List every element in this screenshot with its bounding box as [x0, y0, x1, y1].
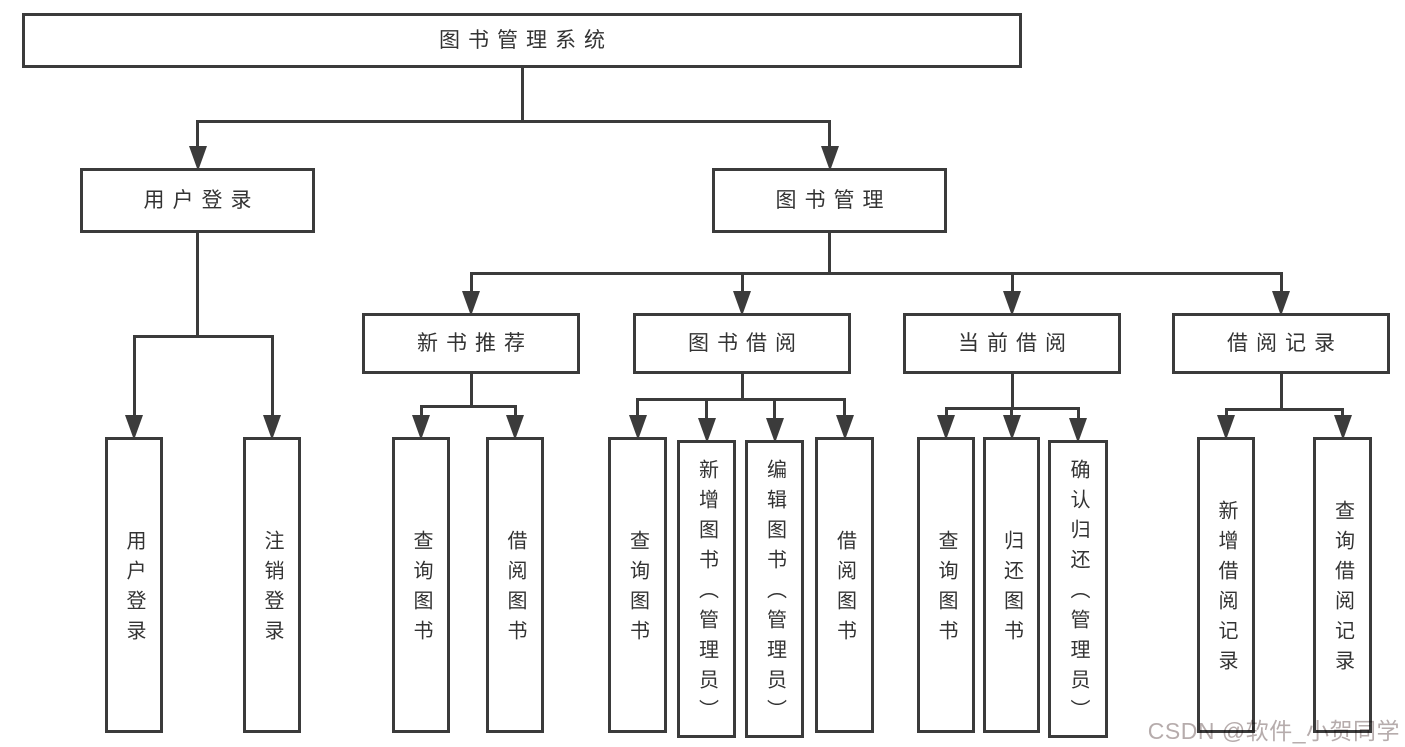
arrow-down-icon: [412, 415, 430, 440]
connector-line: [944, 407, 948, 420]
node-records: 借阅记录: [1172, 313, 1390, 374]
connector-line: [196, 232, 199, 338]
node-b-query: 查询图书: [608, 437, 667, 733]
connector-line: [1010, 407, 1013, 420]
arrow-down-icon: [125, 415, 143, 440]
arrow-down-icon: [820, 146, 839, 171]
node-label-r-add: 新增借阅记录: [1215, 500, 1237, 680]
node-c-query: 查询图书: [917, 437, 975, 733]
arrow-down-icon: [628, 415, 647, 440]
node-label-records: 借阅记录: [1227, 332, 1343, 355]
arrow-down-icon: [1272, 291, 1290, 316]
node-label-c-query: 查询图书: [935, 530, 957, 650]
node-c-return: 归还图书: [983, 437, 1040, 733]
node-b-add: 新增图书（管理员）: [677, 440, 736, 738]
connector-line: [132, 335, 136, 420]
connector-line: [419, 405, 423, 420]
connector-line: [636, 398, 846, 401]
arrow-down-icon: [835, 415, 854, 440]
arrow-down-icon: [937, 415, 955, 440]
connector-line: [773, 398, 776, 423]
connector-line: [1279, 272, 1283, 296]
node-label-b-edit: 编辑图书（管理员）: [763, 459, 786, 729]
node-label-r-query: 查询借阅记录: [1331, 500, 1354, 680]
node-login: 用户登录: [80, 168, 315, 233]
connector-line: [843, 398, 846, 420]
node-label-nb-borrow: 借阅图书: [504, 530, 526, 650]
csdn-watermark: CSDN @软件_小贺同学: [1147, 718, 1400, 744]
connector-line: [469, 272, 473, 296]
connector-line: [1341, 408, 1344, 420]
connector-line: [1010, 272, 1014, 296]
connector-line: [740, 272, 744, 296]
node-r-add: 新增借阅记录: [1197, 437, 1255, 733]
node-label-b-add: 新增图书（管理员）: [695, 459, 718, 729]
arrow-down-icon: [1002, 415, 1021, 440]
connector-line: [513, 405, 517, 420]
connector-line: [705, 398, 708, 423]
node-label-nb-query: 查询图书: [410, 530, 432, 650]
connector-line: [196, 120, 199, 151]
node-label-c-return: 归还图书: [1000, 530, 1023, 650]
node-b-borrow: 借阅图书: [815, 437, 874, 733]
node-label-b-borrow: 借阅图书: [833, 530, 856, 650]
node-label-root: 图书管理系统: [439, 29, 613, 52]
node-nb-query: 查询图书: [392, 437, 450, 733]
node-label-user-login: 用户登录: [123, 530, 145, 650]
node-logout: 注销登录: [243, 437, 301, 733]
arrow-down-icon: [462, 291, 480, 316]
node-label-current: 当前借阅: [958, 332, 1074, 355]
arrow-down-icon: [765, 418, 784, 443]
connector-line: [469, 373, 473, 408]
node-label-borrow: 图书借阅: [688, 332, 804, 355]
connector-line: [740, 373, 744, 401]
connector-line: [828, 232, 831, 275]
arrow-down-icon: [1217, 415, 1235, 440]
connector-line: [636, 398, 639, 420]
node-b-edit: 编辑图书（管理员）: [745, 440, 804, 738]
connector-line: [1076, 407, 1080, 423]
arrow-down-icon: [1069, 418, 1087, 443]
connector-line: [196, 120, 831, 123]
node-label-new-books: 新书推荐: [417, 332, 533, 355]
node-label-b-query: 查询图书: [626, 530, 649, 650]
arrow-down-icon: [263, 415, 281, 440]
node-label-mgmt: 图书管理: [775, 189, 892, 212]
node-label-c-confirm: 确认归还（管理员）: [1067, 459, 1089, 729]
arrow-down-icon: [733, 291, 751, 316]
node-root: 图书管理系统: [22, 13, 1022, 68]
connector-line: [520, 67, 524, 123]
node-c-confirm: 确认归还（管理员）: [1048, 440, 1108, 738]
node-r-query: 查询借阅记录: [1313, 437, 1372, 733]
node-new-books: 新书推荐: [362, 313, 580, 374]
connector-line: [419, 405, 517, 408]
node-label-logout: 注销登录: [261, 530, 283, 650]
arrow-down-icon: [506, 415, 524, 440]
connector-line: [828, 120, 831, 151]
connector-line: [1010, 373, 1014, 410]
connector-line: [1224, 408, 1344, 411]
connector-line: [469, 272, 1283, 275]
node-nb-borrow: 借阅图书: [486, 437, 544, 733]
arrow-down-icon: [188, 146, 207, 171]
arrow-down-icon: [1003, 291, 1021, 316]
arrow-down-icon: [697, 418, 716, 443]
arrow-down-icon: [1333, 415, 1352, 440]
connector-line: [270, 335, 274, 420]
node-label-login: 用户登录: [143, 189, 260, 212]
node-user-login: 用户登录: [105, 437, 163, 733]
connector-line: [1279, 373, 1283, 411]
node-mgmt: 图书管理: [712, 168, 947, 233]
connector-line: [132, 335, 274, 338]
node-current: 当前借阅: [903, 313, 1121, 374]
connector-line: [1224, 408, 1228, 420]
node-borrow: 图书借阅: [633, 313, 851, 374]
